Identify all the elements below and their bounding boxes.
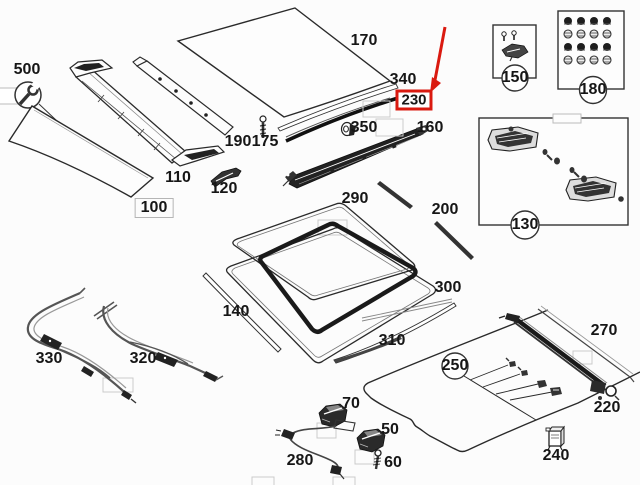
part-250-panel[interactable] [363,309,640,453]
part-280-harness[interactable] [275,419,356,480]
part-110-deflector[interactable] [69,59,226,167]
callout-50[interactable]: 50 [381,421,399,438]
wrench-badge[interactable] [0,80,58,122]
callout-310[interactable]: 310 [378,332,406,349]
part-140-strip[interactable] [202,272,282,353]
part-340-strip[interactable] [277,83,399,132]
callout-320[interactable]: 320 [129,350,157,367]
part-60-screw[interactable] [372,449,382,470]
part-220-mechanism[interactable] [590,380,620,401]
group-box-180[interactable] [557,10,625,105]
callout-140[interactable]: 140 [222,303,250,320]
group-box-150[interactable] [492,24,537,92]
callout-120[interactable]: 120 [210,180,238,197]
callout-175[interactable]: 175 [251,133,279,150]
part-320-cable[interactable] [93,301,224,382]
part-240-relay[interactable] [545,425,565,451]
screws-and-clip-icon [501,30,529,62]
slider-mechanism-icons [487,126,624,202]
wrench-icon [18,80,41,106]
part-100-panel[interactable] [7,105,155,198]
part-120-bracket[interactable] [210,167,242,188]
callout-350[interactable]: 350 [350,119,378,136]
part-330-cable[interactable] [26,287,137,404]
part-160-rail[interactable] [282,125,428,189]
part-230-strip[interactable] [285,96,399,143]
group-box-130[interactable] [478,113,629,240]
part-70-motor[interactable] [318,403,348,428]
part-175-screw[interactable] [259,115,267,138]
callout-300[interactable]: 300 [434,279,462,296]
part-270-rail[interactable] [498,305,635,390]
callout-70[interactable]: 70 [342,395,360,412]
callout-190[interactable]: 190 [224,133,252,150]
callout-200[interactable]: 200 [431,201,459,218]
callout-240[interactable]: 240 [542,447,570,464]
callout-150[interactable]: 150 [501,69,529,86]
callout-180[interactable]: 180 [579,81,607,98]
part-190-strip[interactable] [132,56,234,136]
part-170-glass[interactable] [176,7,392,118]
callout-270[interactable]: 270 [590,322,618,339]
callout-160[interactable]: 160 [416,119,444,136]
callout-100[interactable]: 100 [134,198,174,218]
callout-110[interactable]: 110 [165,169,191,186]
callout-330[interactable]: 330 [35,350,63,367]
callout-500[interactable]: 500 [13,61,41,78]
part-300-seal[interactable] [258,221,418,334]
part-350-clip[interactable] [340,121,357,137]
fastener-grid-icon [563,17,612,65]
part-310-strip[interactable] [333,298,457,364]
callout-340[interactable]: 340 [389,71,417,88]
callout-250[interactable]: 250 [441,357,469,374]
callout-130[interactable]: 130 [511,216,539,233]
part-50-motor[interactable] [356,428,386,453]
callout-60[interactable]: 60 [384,454,402,471]
callout-230-highlighted[interactable]: 230 [395,89,433,111]
callout-170[interactable]: 170 [350,32,378,49]
callout-280[interactable]: 280 [286,452,314,469]
red-arrow-icon [430,26,447,93]
fastener-icons [505,357,562,396]
callout-290[interactable]: 290 [341,190,369,207]
callout-220[interactable]: 220 [593,399,621,416]
part-200-strips[interactable] [377,181,474,260]
